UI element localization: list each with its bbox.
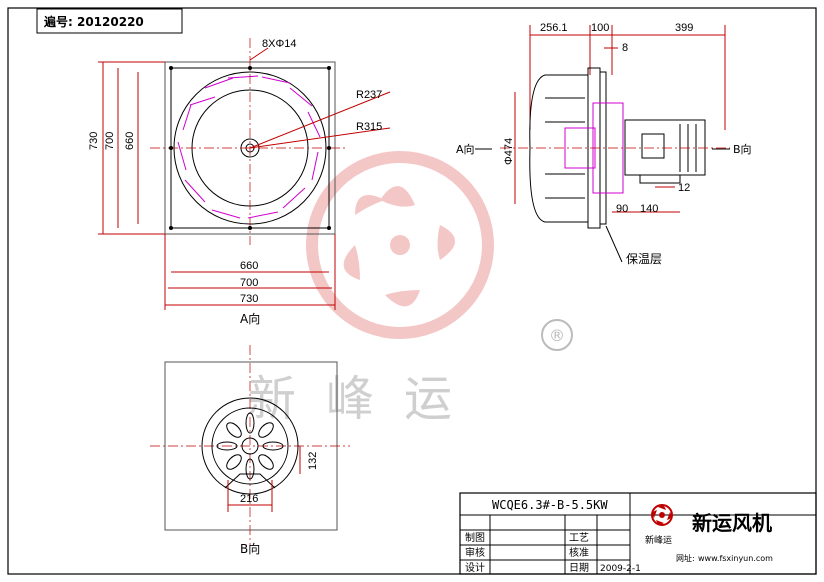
a-direction-label: A向 — [456, 142, 475, 156]
r315-leader — [249, 127, 391, 149]
drawing-number: 遍号: 20120220 — [43, 14, 144, 29]
row2-label-b: 核准 — [569, 546, 589, 559]
d100-label: 100 — [591, 22, 609, 34]
b-direction-label: B向 — [733, 142, 752, 156]
rear-base — [224, 473, 276, 489]
drawing-number-box — [36, 8, 183, 34]
h730-label: 730 — [240, 293, 258, 305]
registered-symbol: ® — [549, 326, 565, 345]
d90-label: 90 — [616, 203, 628, 215]
company-name: 新运风机 — [692, 511, 772, 535]
h660-label: 660 — [240, 260, 258, 272]
title-block: WCQE6.3#-B-5.5KW 制图 工艺 审核 核准 设计 日期 2009-… — [459, 492, 817, 575]
website-url: www.fsxinyun.com — [698, 554, 773, 563]
d399-label: 399 — [675, 22, 693, 34]
row1-label-a: 制图 — [465, 531, 485, 544]
rear-view: 216 132 B向 — [150, 345, 350, 556]
dia-label: Φ474 — [503, 138, 515, 165]
d132-label: 132 — [307, 452, 319, 470]
a-view-label: A向 — [240, 311, 260, 326]
holes-label: 8XΦ14 — [262, 38, 296, 50]
motor-body — [624, 119, 706, 176]
date-value: 2009-2-1 — [600, 564, 641, 574]
company-logo — [651, 504, 673, 526]
r237-leader — [249, 91, 391, 149]
watermark-text: 新峰运 — [248, 371, 482, 427]
d256-label: 256.1 — [540, 22, 568, 34]
front-view: R237 R315 8XΦ14 730 700 660 660 700 730 … — [88, 38, 391, 326]
impeller-blades — [177, 75, 321, 219]
h700-label: 700 — [240, 277, 258, 289]
d8-label: 8 — [622, 42, 628, 54]
terminal-box — [641, 133, 665, 159]
rear-fan-guard — [211, 407, 289, 485]
holes-leader — [249, 47, 269, 61]
r315-label: R315 — [356, 121, 382, 133]
website-label: 网址: — [676, 553, 695, 563]
v730-label: 730 — [88, 132, 100, 150]
v700-label: 700 — [104, 132, 116, 150]
row2-label-a: 审核 — [465, 546, 485, 559]
row3-label-b: 日期 — [569, 562, 589, 574]
b-view-label: B向 — [240, 541, 260, 556]
motor-foot — [639, 174, 681, 184]
rear-hub — [241, 437, 259, 455]
registered-mark — [541, 319, 573, 351]
drawing-border — [7, 7, 817, 575]
impeller-body — [529, 74, 589, 223]
insulation-leader — [605, 225, 623, 263]
model-label: WCQE6.3#-B-5.5KW — [492, 498, 608, 512]
impeller-slots — [545, 97, 585, 199]
logo-caption: 新峰运 — [645, 534, 672, 546]
d216-label: 216 — [240, 493, 258, 505]
watermark-logo — [306, 151, 494, 339]
row3-label-a: 设计 — [465, 561, 485, 574]
d140-label: 140 — [640, 203, 658, 215]
bolt-holes — [169, 66, 331, 230]
rear-housing — [201, 397, 299, 495]
side-view: 256.1 100 399 8 Φ474 A向 B向 12 90 — [456, 22, 752, 266]
insulation-label: 保温层 — [626, 252, 662, 266]
rear-guard-slots — [216, 412, 284, 480]
row1-label-b: 工艺 — [569, 532, 589, 544]
r237-label: R237 — [356, 89, 382, 101]
d12-label: 12 — [678, 182, 690, 194]
v660-label: 660 — [124, 132, 136, 150]
